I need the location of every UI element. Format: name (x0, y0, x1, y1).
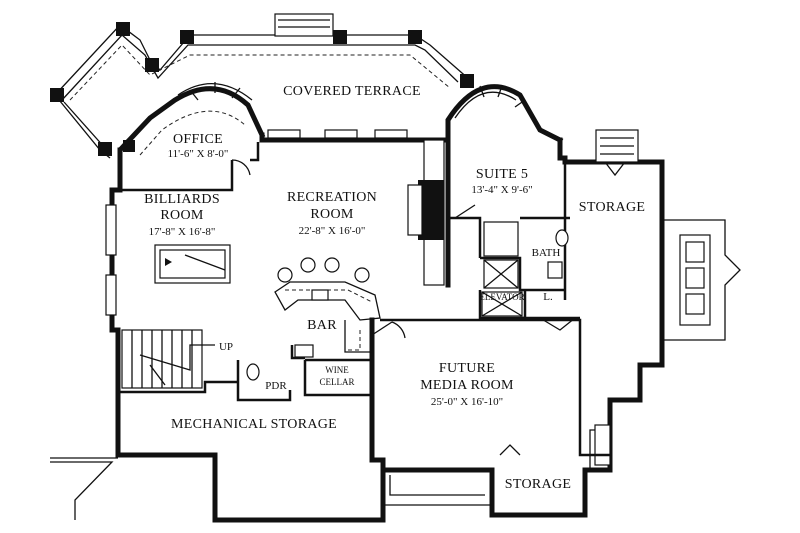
label-billiards-2: ROOM (160, 208, 203, 223)
label-office-dim: 11'-6" X 8'-0" (168, 148, 229, 160)
exterior-walls (50, 129, 741, 523)
billiard-table (154, 244, 231, 284)
label-suite5: SUITE 5 (476, 167, 528, 182)
office-bay (117, 82, 266, 163)
bar-counter (274, 257, 381, 358)
label-future-1: FUTURE (439, 361, 495, 376)
terrace-outline (50, 13, 474, 159)
label-bath: BATH (532, 247, 561, 259)
label-billiards-dim: 17'-8" X 16'-8" (149, 226, 216, 238)
label-future-dim: 25'-0" X 16'-10" (431, 396, 503, 408)
label-office: OFFICE (173, 132, 223, 147)
label-suite5-dim: 13'-4" X 9'-6" (471, 184, 532, 196)
label-recreation-2: ROOM (310, 207, 353, 222)
label-storage-bottom: STORAGE (505, 477, 571, 492)
label-covered-terrace: COVERED TERRACE (283, 84, 421, 99)
label-storage-right: STORAGE (579, 200, 645, 215)
room-labels: COVERED TERRACE OFFICE 11'-6" X 8'-0" BI… (144, 84, 645, 492)
interior-walls (118, 137, 610, 473)
label-up: UP (219, 341, 233, 353)
label-linen: L. (543, 291, 553, 303)
label-billiards-1: BILLIARDS (144, 192, 220, 207)
label-mechanical: MECHANICAL STORAGE (171, 417, 337, 432)
bath-fixtures (246, 221, 569, 381)
label-wine-2: CELLAR (320, 377, 355, 387)
label-bar: BAR (307, 318, 337, 333)
suite-bay (445, 84, 564, 144)
stair (121, 329, 215, 389)
label-recreation-1: RECREATION (287, 190, 377, 205)
label-future-2: MEDIA ROOM (420, 378, 514, 393)
label-pdr: PDR (265, 380, 287, 392)
doors (231, 159, 626, 456)
label-elevator: ELEVATOR (479, 292, 524, 302)
label-recreation-dim: 22'-8" X 16'-0" (299, 225, 366, 237)
label-wine-1: WINE (325, 365, 349, 375)
